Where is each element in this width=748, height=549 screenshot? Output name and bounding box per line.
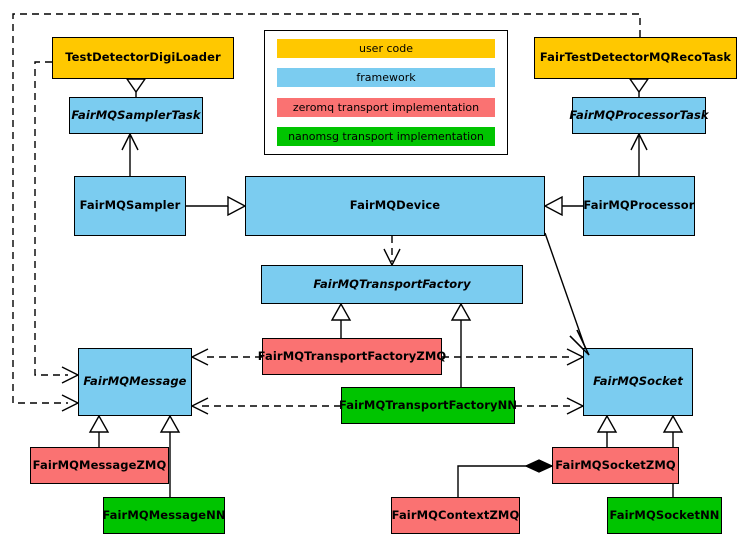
class-label-fairmqcontextzmq: FairMQContextZMQ xyxy=(391,507,520,522)
legend-label-user-code: user code xyxy=(358,42,414,55)
edge-device-to-transportfactory xyxy=(383,236,401,267)
legend-item-zeromq: zeromq transport implementation xyxy=(277,97,495,117)
legend-item-framework: framework xyxy=(277,68,495,88)
legend-item-nanomsg: nanomsg transport implementation xyxy=(277,126,495,146)
class-box-fairmqtransportfactorynn[interactable]: FairMQTransportFactoryNN xyxy=(338,387,518,424)
edge-factorynn-to-message xyxy=(190,397,341,415)
class-box-fairmqsocket[interactable]: FairMQSocket xyxy=(583,348,693,416)
edge-device-to-socket xyxy=(544,232,590,356)
class-box-fairmqtransportfactoryzmq[interactable]: FairMQTransportFactoryZMQ xyxy=(258,338,446,375)
class-box-fairmqtransportfactory[interactable]: FairMQTransportFactory xyxy=(261,265,523,304)
edge-factoryzmq-to-factory xyxy=(330,302,352,338)
edge-processor-to-processortask xyxy=(630,132,648,176)
edge-factoryzmq-to-socket xyxy=(442,348,585,366)
class-box-fairmqsocketnn[interactable]: FairMQSocketNN xyxy=(607,497,722,534)
class-label-testdetectordigiloader: TestDetectorDigiLoader xyxy=(65,50,221,65)
edge-factorynn-to-socket xyxy=(515,397,585,415)
class-box-fairmqmessage[interactable]: FairMQMessage xyxy=(78,348,192,416)
class-label-fairmqtransportfactory: FairMQTransportFactory xyxy=(313,276,471,291)
class-label-fairmqdevice: FairMQDevice xyxy=(349,198,441,213)
class-label-fairmqsampler: FairMQSampler xyxy=(79,198,181,213)
class-box-fairmqsamplertask[interactable]: FairMQSamplerTask xyxy=(69,97,203,134)
class-label-fairtestdetectormqrecotask: FairTestDetectorMQRecoTask xyxy=(539,50,732,65)
class-box-fairmqdevice[interactable]: FairMQDevice xyxy=(245,176,545,236)
class-label-fairmqmessage: FairMQMessage xyxy=(83,374,187,389)
class-label-fairmqprocessor: FairMQProcessor xyxy=(583,198,695,213)
class-label-fairmqmessagezmq: FairMQMessageZMQ xyxy=(32,457,167,472)
edge-samplertask-to-digiloader xyxy=(125,78,147,97)
class-label-fairmqsocketnn: FairMQSocketNN xyxy=(609,507,720,522)
class-box-fairmqprocessortask[interactable]: FairMQProcessorTask xyxy=(569,97,709,134)
edge-sampler-to-samplertask xyxy=(121,132,139,176)
class-box-fairmqsocketzmq[interactable]: FairMQSocketZMQ xyxy=(552,447,679,484)
edge-factoryzmq-to-message xyxy=(190,348,262,366)
edge-messagezmq-to-message xyxy=(88,414,110,447)
legend-box: user code framework zeromq transport imp… xyxy=(264,30,508,155)
class-box-fairmqsampler[interactable]: FairMQSampler xyxy=(74,176,186,236)
edge-processor-to-device xyxy=(543,195,583,217)
class-box-fairtestdetectormqrecotask[interactable]: FairTestDetectorMQRecoTask xyxy=(534,37,737,79)
class-label-fairmqtransportfactorynn: FairMQTransportFactoryNN xyxy=(338,397,518,412)
edge-messagenn-to-message xyxy=(159,414,181,497)
edge-socketzmq-to-socket xyxy=(596,414,618,447)
edge-processortask-to-recotask xyxy=(628,78,650,97)
class-label-fairmqmessagenn: FairMQMessageNN xyxy=(102,507,226,522)
class-box-fairmqprocessor[interactable]: FairMQProcessor xyxy=(583,176,695,236)
class-box-fairmqmessagenn[interactable]: FairMQMessageNN xyxy=(102,497,226,534)
class-box-fairmqcontextzmq[interactable]: FairMQContextZMQ xyxy=(391,497,520,534)
legend-label-framework: framework xyxy=(356,71,416,85)
class-label-fairmqsocketzmq: FairMQSocketZMQ xyxy=(555,457,676,472)
edge-contextzmq-to-socketzmq xyxy=(457,459,554,497)
legend-item-user-code: user code xyxy=(277,39,495,58)
legend-label-nanomsg: nanomsg transport implementation xyxy=(288,129,484,143)
class-label-fairmqtransportfactoryzmq: FairMQTransportFactoryZMQ xyxy=(257,348,447,363)
class-box-fairmqmessagezmq[interactable]: FairMQMessageZMQ xyxy=(30,447,169,484)
edge-sampler-to-device xyxy=(186,195,247,217)
class-label-fairmqsocket: FairMQSocket xyxy=(593,374,683,389)
class-box-testdetectordigiloader[interactable]: TestDetectorDigiLoader xyxy=(52,37,234,79)
edge-factorynn-to-factory xyxy=(450,302,472,387)
class-label-fairmqprocessortask: FairMQProcessorTask xyxy=(569,107,709,122)
legend-label-zeromq: zeromq transport implementation xyxy=(292,100,480,114)
class-label-fairmqsamplertask: FairMQSamplerTask xyxy=(71,107,201,122)
